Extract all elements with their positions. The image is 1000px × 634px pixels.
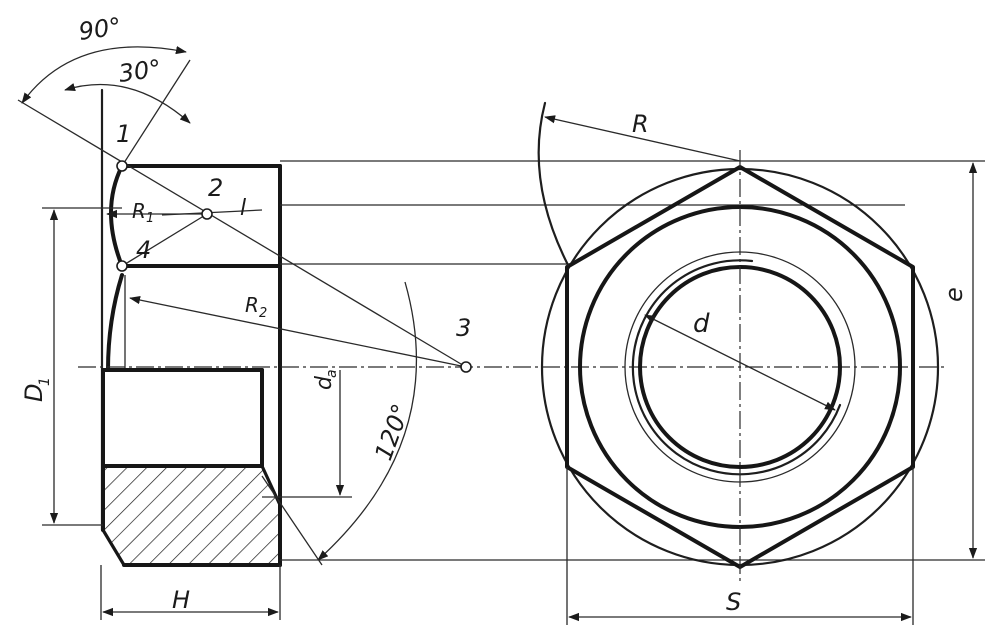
radius-r2-line [129, 295, 467, 368]
e-label: e [940, 287, 968, 302]
chamfer-arc-lower [106, 273, 124, 372]
point-1-marker [116, 160, 128, 172]
point-2-marker [201, 208, 213, 220]
hatched-section [101, 464, 282, 567]
da-label: d [312, 375, 337, 390]
point-4-marker [116, 260, 128, 272]
construction-line-1-3 [17, 99, 467, 368]
point-3-label: 3 [456, 314, 471, 342]
side-view [17, 45, 945, 620]
r-construction-arc [537, 101, 570, 267]
da-subscript: a [324, 369, 340, 378]
angle-120-arc [317, 281, 418, 561]
d1-label: D [20, 384, 48, 402]
r-label: R [632, 110, 649, 138]
point-1-label: 1 [116, 120, 131, 148]
s-label: S [726, 588, 741, 616]
angle-90-arc [21, 45, 187, 104]
point-2-label: 2 [208, 174, 223, 202]
d-dimension-line [644, 314, 836, 411]
angle-30-label: 30° [117, 54, 163, 88]
construction-line-4-2 [121, 213, 208, 267]
chamfer-arc-upper [109, 164, 124, 268]
angle-120-label: 120° [369, 400, 415, 464]
labels: 90° 30° 1 2 4 3 R 1 l R 2 D 1 d a 120° H… [20, 12, 968, 616]
r1-label: R [132, 199, 146, 223]
thread-arc [631, 259, 842, 476]
chamfer-120-line [261, 475, 323, 566]
projection-lines [280, 160, 985, 561]
radius-r-line [544, 115, 741, 162]
point-3-marker [460, 361, 472, 373]
angle-30-arc [64, 83, 191, 124]
l-label: l [240, 196, 246, 221]
r1-subscript: 1 [146, 211, 154, 226]
front-view [537, 101, 978, 625]
point-4-label: 4 [136, 236, 151, 264]
d1-subscript: 1 [37, 377, 53, 386]
h-label: H [172, 586, 190, 614]
d-label: d [693, 309, 710, 339]
r2-subscript: 2 [259, 306, 267, 321]
r2-label: R [245, 293, 259, 317]
angle-90-label: 90° [77, 12, 123, 46]
